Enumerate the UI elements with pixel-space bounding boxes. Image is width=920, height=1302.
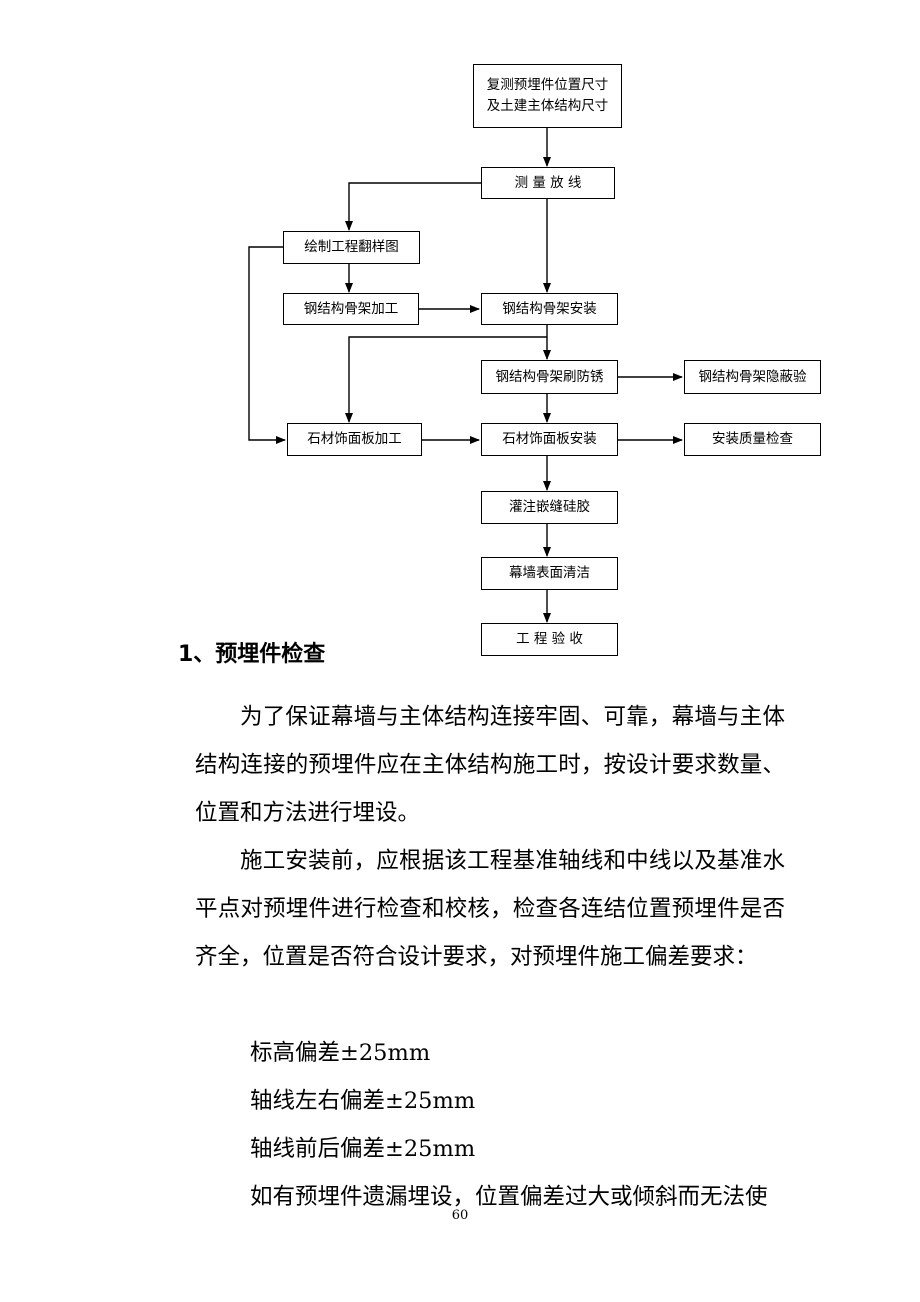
- box-steel-antirust: 钢结构骨架刷防锈: [481, 360, 618, 394]
- box-steel-antirust-label: 钢结构骨架刷防锈: [495, 368, 604, 385]
- box-stone-process: 石材饰面板加工: [287, 423, 422, 456]
- paragraph-3: 如有预埋件遗漏埋设，位置偏差过大或倾斜而无法使: [250, 1184, 768, 1210]
- construction-flowchart: 复测预埋件位置尺寸 及土建主体结构尺寸 测 量 放 线 绘制工程翻样图 钢结构骨…: [248, 64, 821, 656]
- box-acceptance: 工 程 验 收: [481, 623, 618, 656]
- box-measure-layout-label: 测 量 放 线: [514, 174, 582, 191]
- arrow-measure-to-drawing: [345, 182, 481, 231]
- box-install-quality-label: 安装质量检查: [712, 431, 793, 447]
- box-stone-process-label: 石材饰面板加工: [307, 431, 402, 447]
- box-clean-label: 幕墙表面清洁: [509, 565, 590, 581]
- box-survey-embed-line2: 及土建主体结构尺寸: [486, 98, 609, 114]
- box-draw-drawing: 绘制工程翻样图: [283, 231, 420, 264]
- box-steel-hidden-inspect: 钢结构骨架隐蔽验: [684, 360, 821, 394]
- tolerance-axis-longitudinal: 轴线前后偏差±25mm: [250, 1136, 476, 1162]
- box-steel-hidden-inspect-label: 钢结构骨架隐蔽验: [698, 368, 807, 385]
- box-survey-embed: 复测预埋件位置尺寸 及土建主体结构尺寸: [473, 64, 622, 128]
- arrow-branch-to-stone-process: [345, 336, 547, 423]
- page-number: 60: [451, 1208, 469, 1223]
- box-steel-install-label: 钢结构骨架安装: [502, 300, 597, 317]
- box-sealant-label: 灌注嵌缝硅胶: [509, 499, 590, 515]
- flowchart-connectors: [248, 128, 683, 623]
- paragraph-1-text: 为了保证幕墙与主体结构连接牢固、可靠，幕墙与主体结构连接的预埋件应在主体结构施工…: [195, 704, 785, 826]
- tolerance-axis-lateral: 轴线左右偏差±25mm: [250, 1088, 476, 1114]
- box-stone-install-label: 石材饰面板安装: [502, 431, 597, 447]
- box-survey-embed-line1: 复测预埋件位置尺寸: [486, 77, 609, 93]
- paragraph-2-text: 施工安装前，应根据该工程基准轴线和中线以及基准水平点对预埋件进行检查和校核，检查…: [195, 848, 785, 970]
- box-acceptance-label: 工 程 验 收: [516, 631, 583, 647]
- tolerance-elevation: 标高偏差±25mm: [250, 1040, 431, 1066]
- box-install-quality: 安装质量检查: [684, 423, 821, 456]
- box-stone-install: 石材饰面板安装: [481, 423, 618, 456]
- box-steel-process: 钢结构骨架加工: [283, 293, 419, 325]
- box-sealant: 灌注嵌缝硅胶: [481, 491, 618, 524]
- paragraph-1: 为了保证幕墙与主体结构连接牢固、可靠，幕墙与主体结构连接的预埋件应在主体结构施工…: [195, 693, 785, 837]
- paragraph-2: 施工安装前，应根据该工程基准轴线和中线以及基准水平点对预埋件进行检查和校核，检查…: [195, 837, 785, 981]
- section-heading: 1、预埋件检查: [178, 642, 326, 667]
- box-measure-layout: 测 量 放 线: [481, 167, 615, 199]
- arrow-drawing-to-stone-process: [248, 246, 286, 444]
- box-steel-install: 钢结构骨架安装: [481, 293, 618, 325]
- box-draw-drawing-label: 绘制工程翻样图: [304, 239, 399, 255]
- box-steel-process-label: 钢结构骨架加工: [303, 300, 399, 317]
- box-clean: 幕墙表面清洁: [481, 557, 618, 590]
